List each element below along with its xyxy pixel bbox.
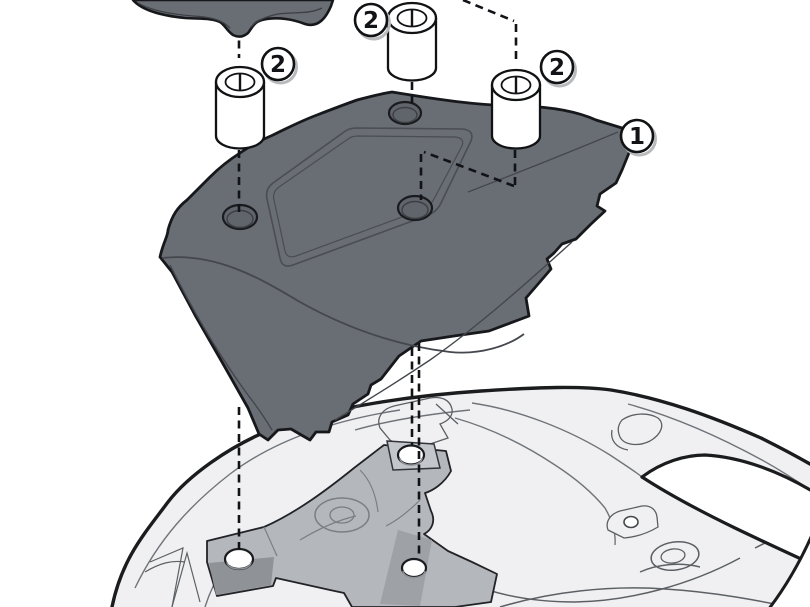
callout-label: 2 [363,8,379,34]
callout-plate: 1 [619,118,657,157]
body-tab-hole [623,515,639,529]
callout-label: 1 [629,124,645,150]
rear-bracket [206,440,498,607]
bracket-boss [314,497,370,533]
plate-recess [265,127,473,267]
upper-component [131,0,335,38]
body-tab [606,505,659,539]
spacer-bushing-left [214,65,266,150]
body-outer-contour [110,385,810,607]
body-corner-edge [770,539,810,607]
callout-spacer-left: 2 [260,46,298,85]
callout-spacer-right: 2 [539,49,577,88]
body-recess [650,540,700,572]
spacer-bushing-right [490,68,542,150]
bracket-holes [223,444,428,579]
mounting-plate [158,90,633,442]
spacer-bushing-middle [386,1,438,82]
callout-label: 2 [270,52,286,78]
plate-holes [221,100,434,231]
callout-label: 2 [549,55,565,81]
bracket-left-face [209,557,274,595]
callouts: 2 2 2 1 [260,2,657,157]
callout-spacer-middle: 2 [353,2,391,41]
handle-cutout [640,453,810,565]
